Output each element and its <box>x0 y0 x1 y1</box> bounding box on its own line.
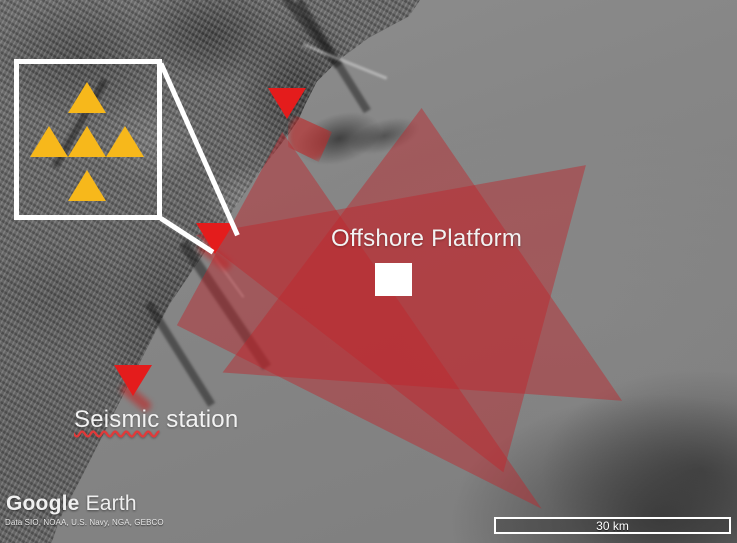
earth-wordmark-text: Earth <box>85 492 137 515</box>
array-node-center-marker[interactable] <box>68 126 106 157</box>
inset-detail-box[interactable] <box>14 59 162 220</box>
map-attribution: Data SIO, NOAA, U.S. Navy, NGA, GEBCO <box>5 518 164 527</box>
seismic-station-marker-north[interactable] <box>268 88 306 119</box>
google-wordmark: Google <box>6 492 80 515</box>
scale-bar: 30 km <box>494 517 731 534</box>
array-node-top-marker[interactable] <box>68 82 106 113</box>
seismic-station-label-word1: Seismic <box>74 406 160 433</box>
seismic-station-label-word2: station <box>159 406 239 433</box>
offshore-platform-marker[interactable] <box>375 263 412 296</box>
array-node-left-marker[interactable] <box>30 126 68 157</box>
array-node-right-marker[interactable] <box>106 126 144 157</box>
seismic-station-marker-middle[interactable] <box>196 223 234 254</box>
seismic-station-marker-south[interactable] <box>114 365 152 396</box>
array-node-bottom-marker[interactable] <box>68 170 106 201</box>
scale-bar-label: 30 km <box>596 518 629 533</box>
offshore-platform-label: Offshore Platform <box>331 225 523 252</box>
seismic-station-label: Seismic station <box>74 406 238 434</box>
google-earth-logo: Google Earth <box>6 492 137 516</box>
